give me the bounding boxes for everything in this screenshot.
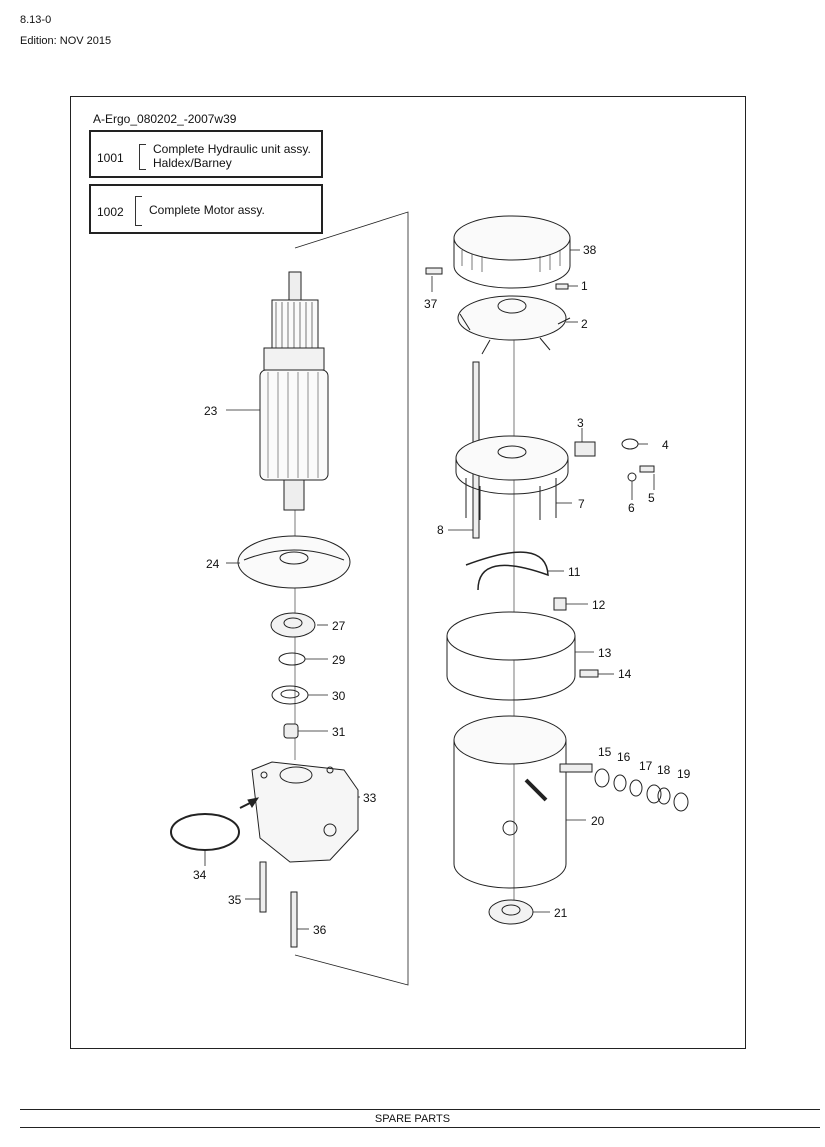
footer-rule-bottom [20,1127,820,1128]
part-labels: 38 1 37 2 3 4 5 6 7 8 11 12 13 14 15 16 … [193,243,691,937]
bearing-part [270,612,316,638]
edition-date: Edition: NOV 2015 [20,35,112,47]
part-label: 13 [598,646,612,660]
part-label: 11 [568,565,581,579]
assembly-guide-line [294,211,409,986]
screw-part [579,669,599,678]
part-label: 8 [437,523,444,537]
pin-part [555,283,569,290]
terminal-parts [559,763,689,812]
brush-spring-part [465,551,549,591]
part-label: 34 [193,868,207,882]
part-label: 23 [204,404,218,418]
part-label: 4 [662,438,669,452]
brush-holder-part [455,435,569,520]
part-label: 38 [583,243,597,257]
end-plate-part [237,535,351,589]
part-label: 15 [598,745,612,759]
part-label: 5 [648,491,655,505]
assembly-brace [135,196,142,226]
brush-part [574,441,596,457]
drawing-id: A-Ergo_080202_-2007w39 [93,112,237,126]
armature-part [259,271,329,511]
washer-part [271,685,309,705]
assembly-brace [139,144,146,170]
bearing-part [488,899,534,925]
screw-part [639,465,655,473]
part-label: 27 [332,619,346,633]
part-label: 21 [554,906,568,920]
fan-part [457,295,571,355]
footer-rule-top [20,1109,820,1110]
part-label: 2 [581,317,588,331]
hydraulic-pump-part [251,761,359,863]
part-label: 37 [424,297,438,311]
page-number: 8.13-0 [20,14,52,26]
assembly-code: 1002 [97,205,124,219]
cover-band-part [446,611,576,701]
part-label: 31 [332,725,346,739]
assembly-description-line: Complete Motor assy. [149,203,265,217]
part-label: 3 [577,416,584,430]
part-label: 16 [617,750,631,764]
part-label: 1 [581,279,588,293]
assembly-description: Complete Motor assy. [149,203,265,217]
bolt-part [290,891,298,948]
assembly-description-line: Haldex/Barney [153,156,232,170]
motor-housing-part [453,715,567,889]
drawing-frame [70,96,746,1049]
part-label: 12 [592,598,606,612]
part-label: 30 [332,689,346,703]
assembly-box-1002: 1002 Complete Motor assy. [89,184,323,234]
part-label: 17 [639,759,653,773]
part-label: 29 [332,653,346,667]
part-label: 6 [628,501,635,515]
part-label: 24 [206,557,220,571]
assembly-box-1001: 1001 Complete Hydraulic unit assy. Halde… [89,130,323,178]
assembly-description-line: Complete Hydraulic unit assy. [153,142,311,156]
nut-part [627,472,637,482]
o-ring-part [170,813,240,851]
screw-part [425,267,443,275]
assembly-code: 1001 [97,151,124,165]
part-label: 14 [618,667,632,681]
circlip-part [278,652,306,666]
part-label: 19 [677,767,691,781]
part-label: 20 [591,814,605,828]
part-label: 18 [657,763,671,777]
footer-section-title: SPARE PARTS [374,1113,451,1125]
coupling-part [283,723,299,739]
bolt-part [259,861,267,913]
part-label: 7 [578,497,585,511]
fan-cover-part [453,215,571,289]
spring-part [621,438,639,450]
assembly-description: Complete Hydraulic unit assy. Haldex/Bar… [153,142,311,170]
clip-part [553,597,567,611]
part-label: 35 [228,893,242,907]
part-label: 36 [313,923,327,937]
part-label: 33 [363,791,377,805]
